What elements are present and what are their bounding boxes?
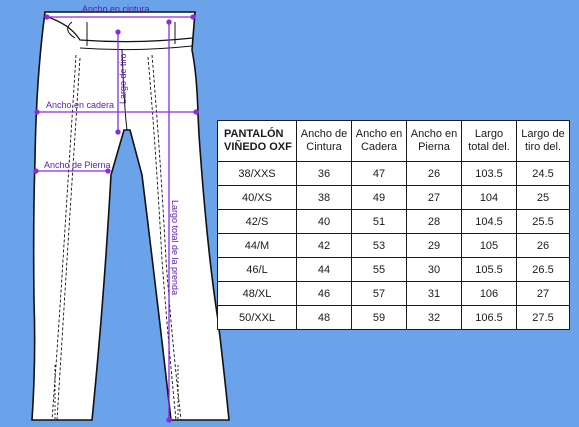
waist-label: Ancho en cintura	[82, 4, 150, 14]
crotch-seam	[121, 49, 128, 131]
size-chart-table: PANTALÓN VIÑEDO OXF Ancho de Cintura Anc…	[217, 120, 570, 330]
table-header-row: PANTALÓN VIÑEDO OXF Ancho de Cintura Anc…	[217, 120, 570, 162]
hip-cell: 47	[351, 161, 407, 186]
total-length-cell: 106	[461, 281, 517, 306]
header-line: Largo de	[521, 128, 565, 140]
seam-right	[151, 54, 182, 421]
column-header-hip: Ancho en Cadera	[351, 120, 407, 162]
table-row: 38/XXS 36 47 26 103.5 24.5	[217, 161, 570, 186]
header-line: Ancho en	[355, 128, 403, 140]
waist-cell: 42	[296, 233, 352, 258]
total-length-cell: 104.5	[461, 209, 517, 234]
hip-cell: 53	[351, 233, 407, 258]
seam-left-2	[56, 57, 81, 421]
rise-cell: 27.5	[516, 305, 570, 330]
table-row: 44/M 42 53 29 105 26	[217, 233, 570, 258]
leg-cell: 30	[406, 257, 462, 282]
table-row: 48/XL 46 57 31 106 27	[217, 281, 570, 306]
rise-cell: 25.5	[516, 209, 570, 234]
column-header-rise: Largo de tiro del.	[516, 120, 570, 162]
fly-curve	[67, 21, 76, 39]
header-line: total del.	[468, 141, 510, 153]
table-row: 42/S 40 51 28 104.5 25.5	[217, 209, 570, 234]
leg-label: Ancho de Pierna	[44, 160, 111, 170]
waist-cell: 48	[296, 305, 352, 330]
rise-cell: 24.5	[516, 161, 570, 186]
table-row: 40/XS 38 49 27 104 25	[217, 185, 570, 210]
leg-cell: 29	[406, 233, 462, 258]
column-header-leg: Ancho en Pierna	[406, 120, 462, 162]
waist-cell: 36	[296, 161, 352, 186]
header-line: Ancho de	[300, 128, 348, 140]
size-cell: 46/L	[217, 257, 297, 282]
size-cell: 40/XS	[217, 185, 297, 210]
rise-cell: 27	[516, 281, 570, 306]
table-row: 46/L 44 55 30 105.5 26.5	[217, 257, 570, 282]
total-length-measure	[166, 19, 172, 423]
leg-cell: 26	[406, 161, 462, 186]
hip-label: Ancho en cadera	[46, 100, 114, 110]
hip-cell: 51	[351, 209, 407, 234]
size-cell: 38/XXS	[217, 161, 297, 186]
table-title-line1: PANTALÓN	[224, 128, 284, 140]
total-length-cell: 105	[461, 233, 517, 258]
table-title-cell: PANTALÓN VIÑEDO OXF	[217, 120, 297, 162]
total-length-cell: 103.5	[461, 161, 517, 186]
hip-cell: 55	[351, 257, 407, 282]
leg-cell: 31	[406, 281, 462, 306]
size-cell: 48/XL	[217, 281, 297, 306]
leg-cell: 28	[406, 209, 462, 234]
header-line: Largo	[474, 128, 504, 140]
table-title-line2: VIÑEDO OXF	[224, 141, 292, 153]
header-line: Cintura	[306, 141, 342, 153]
header-line: Pierna	[418, 141, 450, 153]
size-cell: 44/M	[217, 233, 297, 258]
waist-cell: 38	[296, 185, 352, 210]
hip-cell: 49	[351, 185, 407, 210]
pants-outline	[31, 11, 230, 421]
header-line: Ancho en	[410, 128, 458, 140]
waist-cell: 44	[296, 257, 352, 282]
total-length-cell: 106.5	[461, 305, 517, 330]
leg-measure	[33, 168, 111, 174]
rise-cell: 26	[516, 233, 570, 258]
waist-cell: 46	[296, 281, 352, 306]
table-row: 50/XXL 48 59 32 106.5 27.5	[217, 305, 570, 330]
header-line: Cadera	[360, 141, 398, 153]
hip-cell: 57	[351, 281, 407, 306]
size-cell: 42/S	[217, 209, 297, 234]
column-header-total-length: Largo total del.	[461, 120, 517, 162]
seam-left	[51, 54, 77, 421]
rise-label: Largo de tiro	[118, 53, 128, 104]
hip-cell: 59	[351, 305, 407, 330]
total-length-label: Largo total de la prenda	[170, 200, 180, 295]
leg-cell: 27	[406, 185, 462, 210]
header-line: tiro del.	[524, 141, 562, 153]
waistband-lower	[79, 45, 193, 51]
waist-measure	[44, 14, 196, 20]
total-length-cell: 104	[461, 185, 517, 210]
table-body: 38/XXS 36 47 26 103.5 24.5 40/XS 38 49 2…	[217, 161, 570, 330]
rise-cell: 26.5	[516, 257, 570, 282]
column-header-waist: Ancho de Cintura	[296, 120, 352, 162]
waist-cell: 40	[296, 209, 352, 234]
waistband	[44, 15, 194, 43]
total-length-cell: 105.5	[461, 257, 517, 282]
rise-cell: 25	[516, 185, 570, 210]
size-cell: 50/XXL	[217, 305, 297, 330]
leg-cell: 32	[406, 305, 462, 330]
rise-measure	[115, 29, 121, 135]
